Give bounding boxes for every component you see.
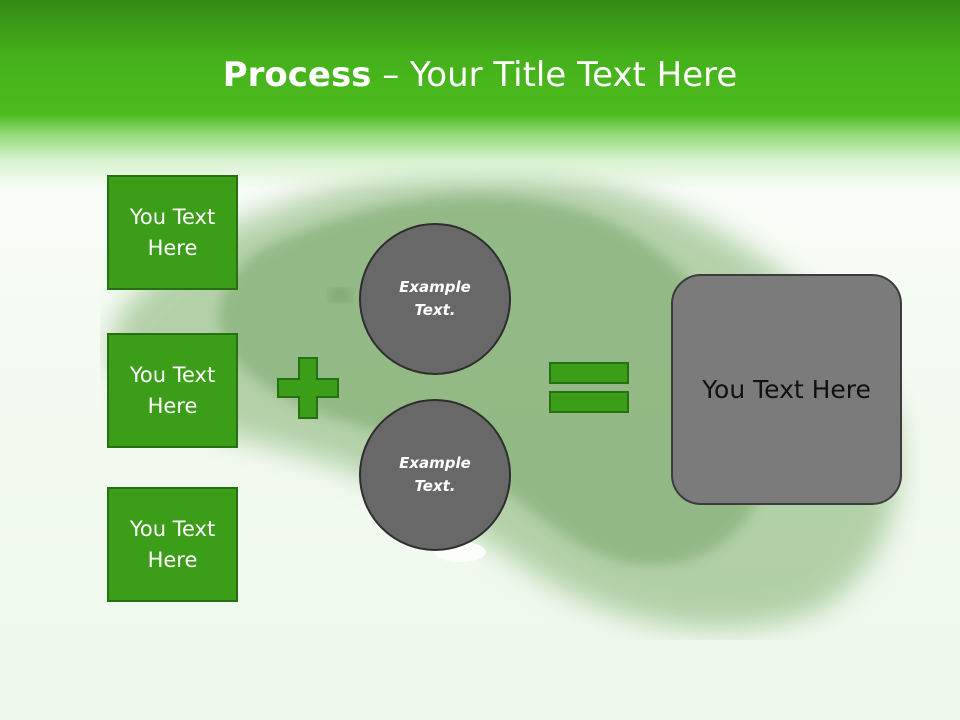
left-box-label: You Text Here <box>129 362 216 418</box>
header-band <box>0 0 960 190</box>
plus-icon <box>277 357 339 419</box>
result-label: You Text Here <box>702 375 871 404</box>
title-rest: – Your Title Text Here <box>371 55 738 95</box>
result-box: You Text Here <box>671 274 902 505</box>
left-box-label: You Text Here <box>129 204 216 260</box>
equals-icon <box>549 362 629 413</box>
left-box-1: You Text Here <box>107 175 238 290</box>
circle-label: Example Text. <box>399 454 471 495</box>
left-box-2: You Text Here <box>107 333 238 448</box>
left-box-label: You Text Here <box>129 516 216 572</box>
example-circle-1: Example Text. <box>359 223 511 375</box>
left-box-3: You Text Here <box>107 487 238 602</box>
circle-label: Example Text. <box>399 278 471 319</box>
example-circle-2: Example Text. <box>359 399 511 551</box>
title-bold: Process <box>222 55 372 95</box>
slide-title: Process – Your Title Text Here <box>0 52 960 98</box>
